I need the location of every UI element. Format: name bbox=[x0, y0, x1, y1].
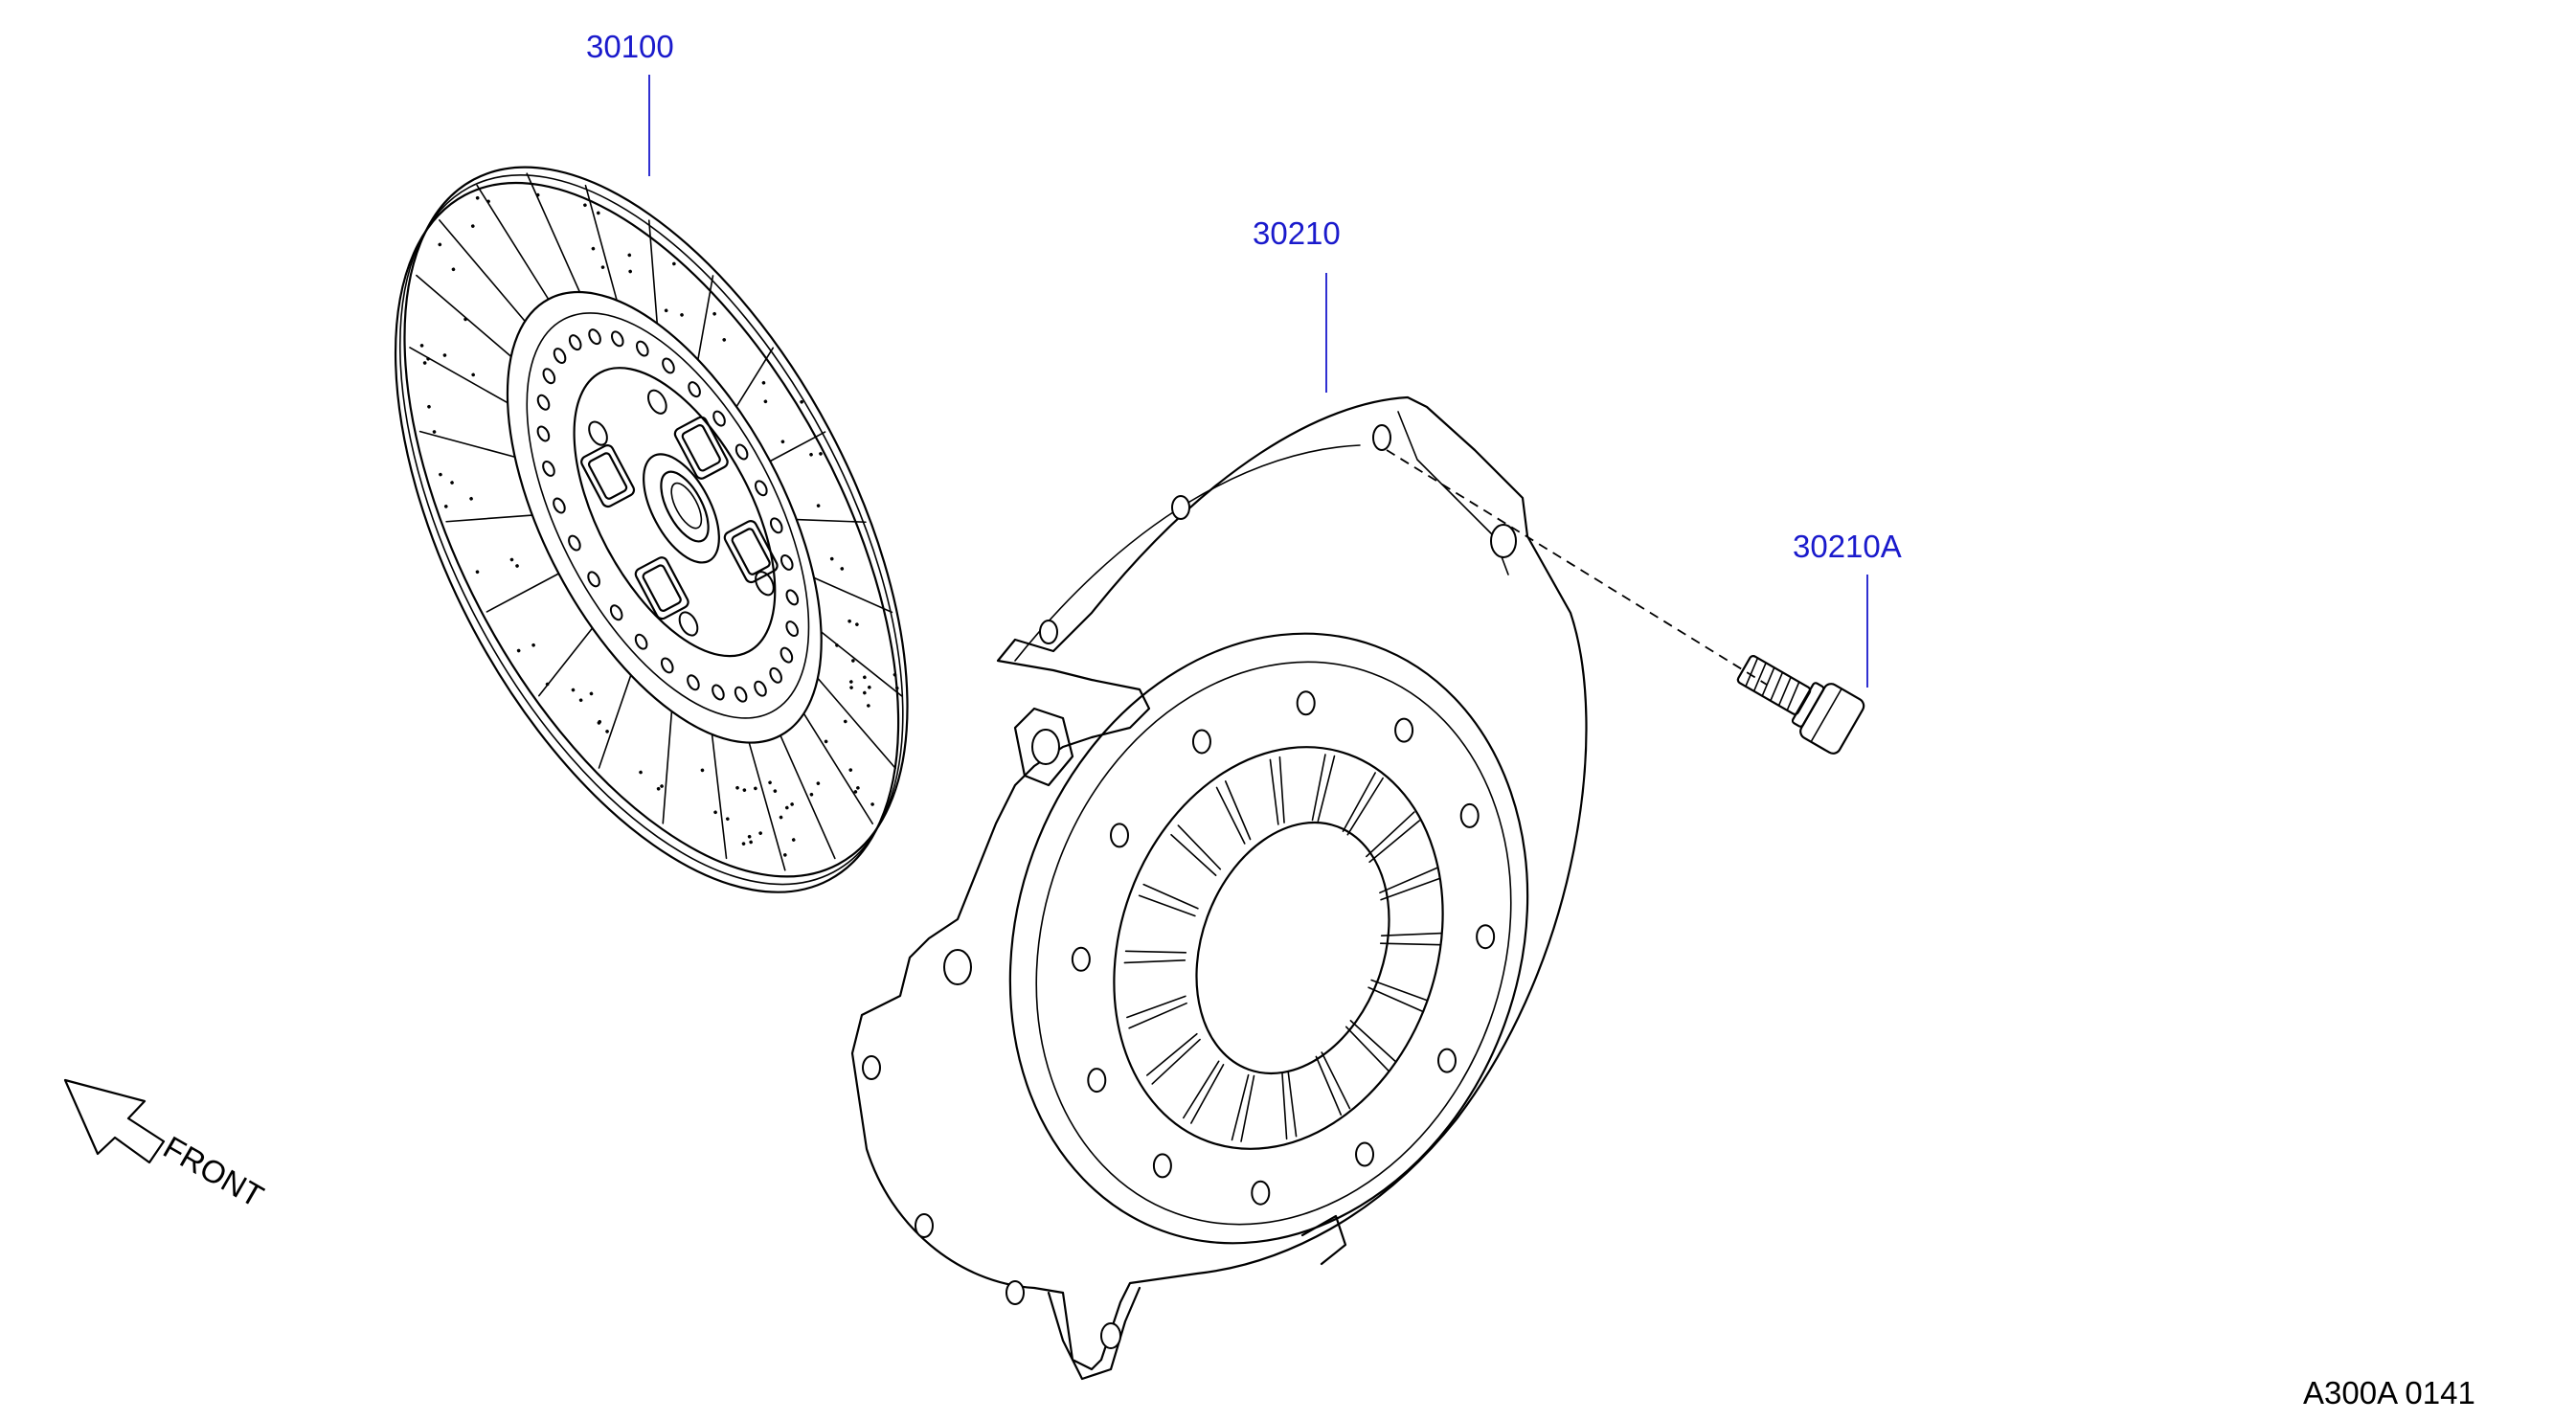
diagram-code: A300A 0141 bbox=[2303, 1375, 2475, 1410]
part-number-30100[interactable]: 30100 bbox=[586, 29, 674, 64]
front-label: FRONT bbox=[158, 1129, 270, 1214]
cover-bolt[interactable] bbox=[1729, 642, 1866, 756]
part-number-30210A[interactable]: 30210A bbox=[1793, 529, 1902, 564]
clutch-disc[interactable] bbox=[287, 87, 1016, 972]
part-number-30210[interactable]: 30210 bbox=[1253, 215, 1341, 251]
bolt-alignment-line bbox=[1387, 450, 1767, 685]
clutch-cover[interactable] bbox=[852, 397, 1611, 1379]
front-direction-arrow-icon bbox=[65, 1080, 164, 1162]
